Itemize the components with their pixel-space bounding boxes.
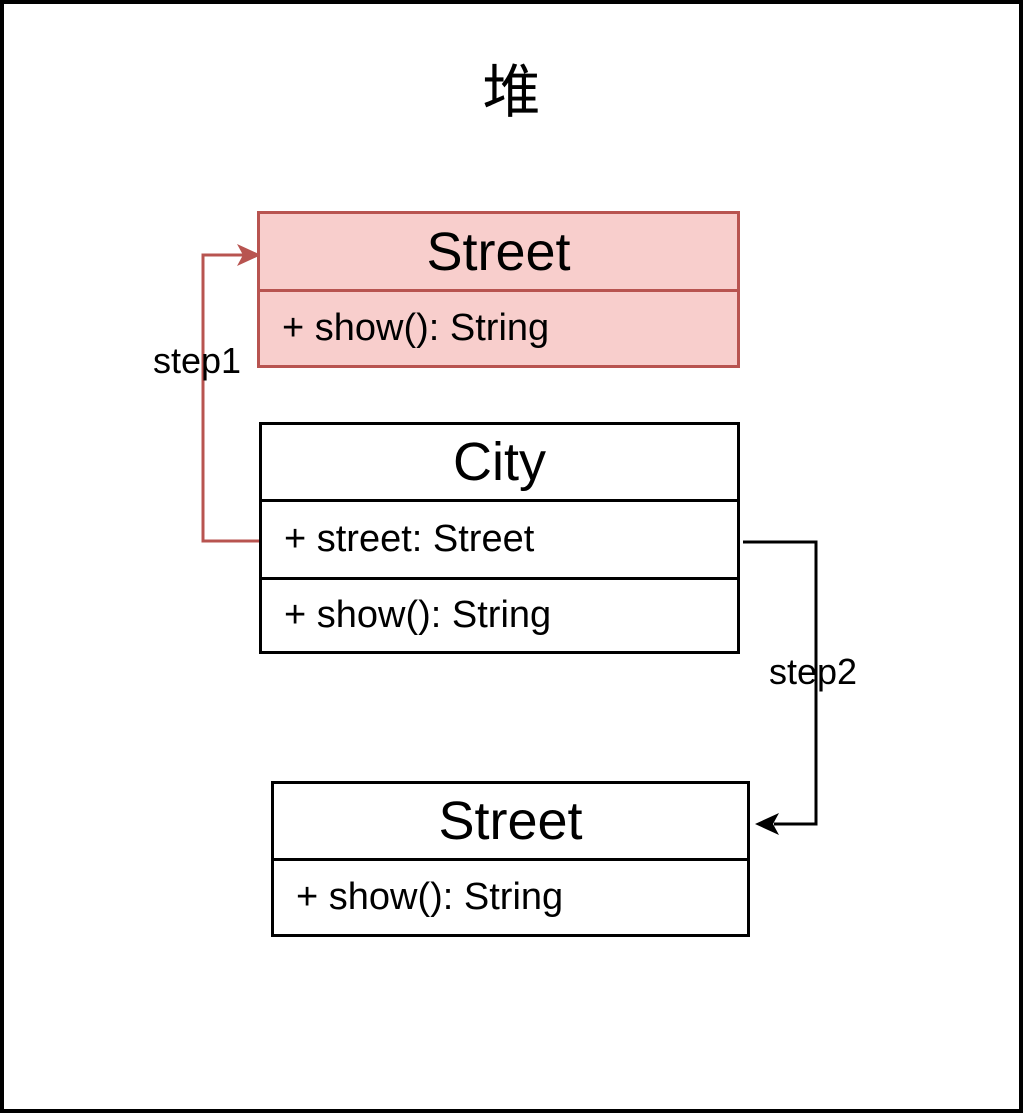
class-title: City: [262, 425, 737, 502]
class-title: Street: [274, 784, 747, 861]
diagram-title: 堆: [482, 60, 541, 125]
class-member: + show(): String: [282, 307, 550, 349]
class-box-street-highlighted: Street + show(): String: [257, 211, 740, 368]
class-box-street-bottom: Street + show(): String: [271, 781, 750, 937]
edge-label-step1: step1: [152, 340, 242, 381]
class-box-city: City + street: Street + show(): String: [259, 422, 740, 654]
class-member: + street: Street: [262, 502, 737, 580]
class-title: Street: [260, 214, 737, 292]
class-member: + show(): String: [296, 876, 564, 918]
class-member: + show(): String: [284, 594, 552, 636]
step2-arrowhead-icon: [755, 813, 779, 835]
edge-label-step2: step2: [768, 651, 858, 692]
step1-arrow-line: [201, 253, 263, 543]
